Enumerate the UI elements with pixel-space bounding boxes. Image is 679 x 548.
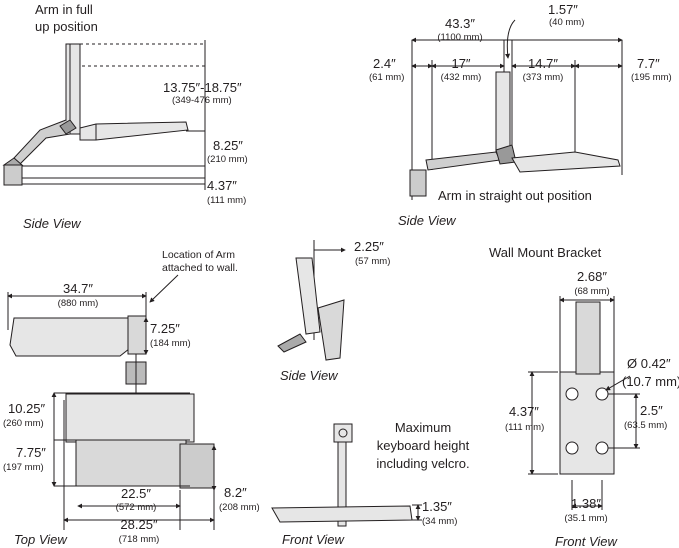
small-side-view-label: Side View: [280, 368, 338, 383]
side-view-dim-base-mm: (111 mm): [207, 195, 247, 206]
side-view-straight-drawing: [409, 19, 623, 200]
top-dim-kb-width-mm: (572 mm): [115, 502, 157, 513]
straight-dim-tray: 14.7″: [528, 56, 558, 71]
top-dim-width-mm: (880 mm): [57, 298, 99, 309]
bracket-dim-spacing: 2.5″: [640, 403, 663, 418]
front-dim-mm: (34 mm): [422, 516, 458, 527]
bracket-view-label: Front View: [555, 534, 617, 548]
top-dim-tray-depth: 10.25″: [8, 401, 46, 416]
straight-dim-left: 2.4″: [373, 56, 396, 71]
front-dim: 1.35″: [422, 499, 452, 514]
straight-dim-post: 1.57″: [548, 2, 578, 17]
straight-dim-left-mm: (61 mm): [369, 72, 405, 83]
bracket-dim-height: 4.37″: [509, 404, 539, 419]
straight-dim-tray-mm: (373 mm): [522, 72, 564, 83]
bracket-dim-hole-mm: (10.7 mm): [622, 374, 679, 389]
bracket-dim-spacing-mm: (63.5 mm): [624, 420, 668, 431]
small-side-dim: 2.25″: [354, 239, 384, 254]
top-dim-kb-depth: 7.75″: [16, 445, 46, 460]
top-dim-kb-depth-mm: (197 mm): [3, 462, 44, 473]
straight-dim-arm-mm: (432 mm): [440, 72, 482, 83]
bracket-dim-hspacing: 1.38″: [571, 496, 601, 511]
straight-dim-right-mm: (195 mm): [631, 72, 672, 83]
side-view-small-drawing: [277, 240, 346, 361]
bracket-title: Wall Mount Bracket: [489, 245, 602, 260]
side-view-caption-line1: Arm in full: [35, 2, 93, 17]
top-dim-mouse: 8.2″: [224, 485, 247, 500]
top-dim-overall: 28.25″: [120, 517, 158, 532]
bracket-dim-height-mm: (111 mm): [505, 422, 545, 433]
top-view-label: Top View: [14, 532, 67, 547]
bracket-dim-width-mm: (68 mm): [574, 286, 610, 297]
straight-caption: Arm in straight out position: [438, 188, 592, 203]
side-view-full-up-drawing: [2, 40, 206, 190]
top-callout-line2: attached to wall.: [162, 262, 238, 274]
side-view-dim-base: 4.37″: [207, 178, 237, 193]
small-side-dim-mm: (57 mm): [355, 256, 391, 267]
top-dim-depth: 7.25″: [150, 321, 180, 336]
bracket-dim-hspacing-mm: (35.1 mm): [564, 513, 608, 524]
straight-dim-total-mm: (1100 mm): [437, 32, 483, 43]
front-view-label: Front View: [282, 532, 344, 547]
front-view-drawing: [271, 423, 422, 527]
side-view-label: Side View: [23, 216, 81, 231]
side-view-dim-drop-mm: (210 mm): [207, 154, 248, 165]
bracket-dim-width: 2.68″: [577, 269, 607, 284]
straight-dim-arm: 17″: [451, 56, 471, 71]
top-dim-overall-mm: (718 mm): [118, 534, 160, 545]
top-dim-kb-width: 22.5″: [121, 486, 151, 501]
straight-dim-post-mm: (40 mm): [549, 17, 585, 28]
front-caption-line2: keyboard height: [376, 438, 470, 453]
bracket-dim-hole: Ø 0.42″: [627, 356, 671, 371]
top-dim-width: 34.7″: [63, 281, 93, 296]
top-dim-depth-mm: (184 mm): [150, 338, 191, 349]
straight-dim-right: 7.7″: [637, 56, 660, 71]
straight-dim-total: 43.3″: [445, 16, 475, 31]
side-view-dim-drop: 8.25″: [213, 138, 243, 153]
side-view-dim-height-mm: (349-476 mm): [172, 95, 232, 106]
side-view-dim-height: 13.75″-18.75″: [163, 80, 242, 95]
front-caption-line3: including velcro.: [376, 456, 470, 471]
front-caption-line1: Maximum: [394, 420, 452, 435]
top-dim-mouse-mm: (208 mm): [219, 502, 260, 513]
top-dim-tray-depth-mm: (260 mm): [3, 418, 44, 429]
straight-view-label: Side View: [398, 213, 456, 228]
wall-bracket-drawing: [528, 296, 640, 510]
top-callout-line1: Location of Arm: [162, 249, 235, 261]
top-view-drawing: [7, 274, 217, 530]
side-view-caption-line2: up position: [35, 19, 98, 34]
